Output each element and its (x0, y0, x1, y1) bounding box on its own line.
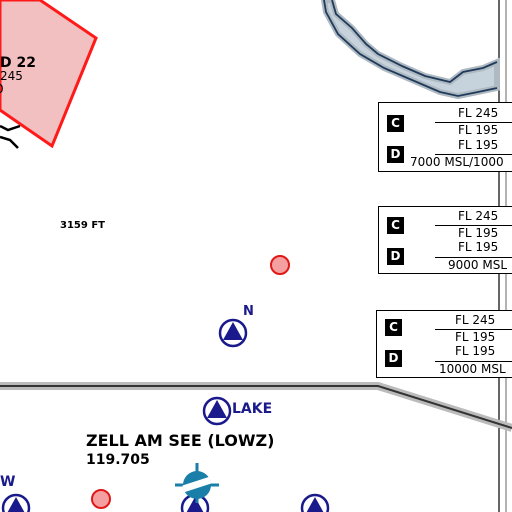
airport-name: ZELL AM SEE (LOWZ) (86, 431, 275, 450)
class-c-upper: FL 245 (455, 313, 496, 327)
reporting-point-label-w: W (0, 474, 16, 490)
class-c-lower: FL 195 (455, 330, 496, 344)
reporting-point-icon[interactable] (180, 493, 210, 512)
restricted-area-lower: 0 (0, 82, 4, 96)
airport-frequency: 119.705 (86, 452, 150, 468)
airspace-class-box: C D FL 245 FL 195 FL 195 9000 MSL (378, 206, 512, 274)
visual-reporting-point-icon[interactable] (270, 255, 290, 275)
class-d-badge: D (387, 248, 404, 265)
class-d-upper: FL 195 (455, 344, 496, 358)
reporting-point-label-lake: LAKE (232, 401, 273, 417)
class-d-upper: FL 195 (458, 138, 499, 152)
airspace-class-box: C D FL 245 FL 195 FL 195 10000 MSL (376, 310, 512, 378)
divider (435, 361, 512, 362)
reporting-point-icon[interactable] (300, 493, 330, 512)
reporting-point-icon[interactable] (218, 318, 248, 348)
class-d-lower: 9000 MSL (448, 258, 508, 272)
class-d-upper: FL 195 (458, 240, 499, 254)
restricted-area-label: D 22 (0, 55, 36, 71)
lake-shape (320, 0, 500, 100)
airspace-class-box: C D FL 245 FL 195 FL 195 7000 MSL/1000 (378, 102, 512, 172)
class-c-lower: FL 195 (458, 226, 499, 240)
divider (435, 257, 512, 258)
class-c-badge: C (385, 319, 402, 336)
class-d-badge: D (385, 350, 402, 367)
airport-icon[interactable] (175, 463, 219, 503)
visual-reporting-point-icon[interactable] (91, 489, 111, 509)
border-line (0, 385, 512, 429)
restricted-area-polygon[interactable] (0, 0, 98, 149)
restricted-area-upper: 245 (0, 69, 23, 83)
divider (435, 154, 512, 155)
class-c-lower: FL 195 (458, 123, 499, 137)
lake-edge (323, 0, 498, 97)
divider (435, 329, 512, 330)
reporting-point-icon[interactable] (1, 493, 31, 512)
reporting-point-icon[interactable] (202, 396, 232, 426)
class-d-lower: 10000 MSL (439, 362, 506, 376)
divider (435, 225, 512, 226)
class-d-lower: 7000 MSL/1000 (410, 155, 504, 169)
class-c-upper: FL 245 (458, 106, 499, 120)
reporting-point-label-n: N (243, 304, 254, 319)
class-c-badge: C (387, 115, 404, 132)
class-c-upper: FL 245 (458, 209, 499, 223)
elevation-label: 3159 FT (60, 220, 105, 231)
class-d-badge: D (387, 146, 404, 163)
divider (435, 122, 512, 123)
obstacle-mark (0, 124, 21, 149)
class-c-badge: C (387, 217, 404, 234)
